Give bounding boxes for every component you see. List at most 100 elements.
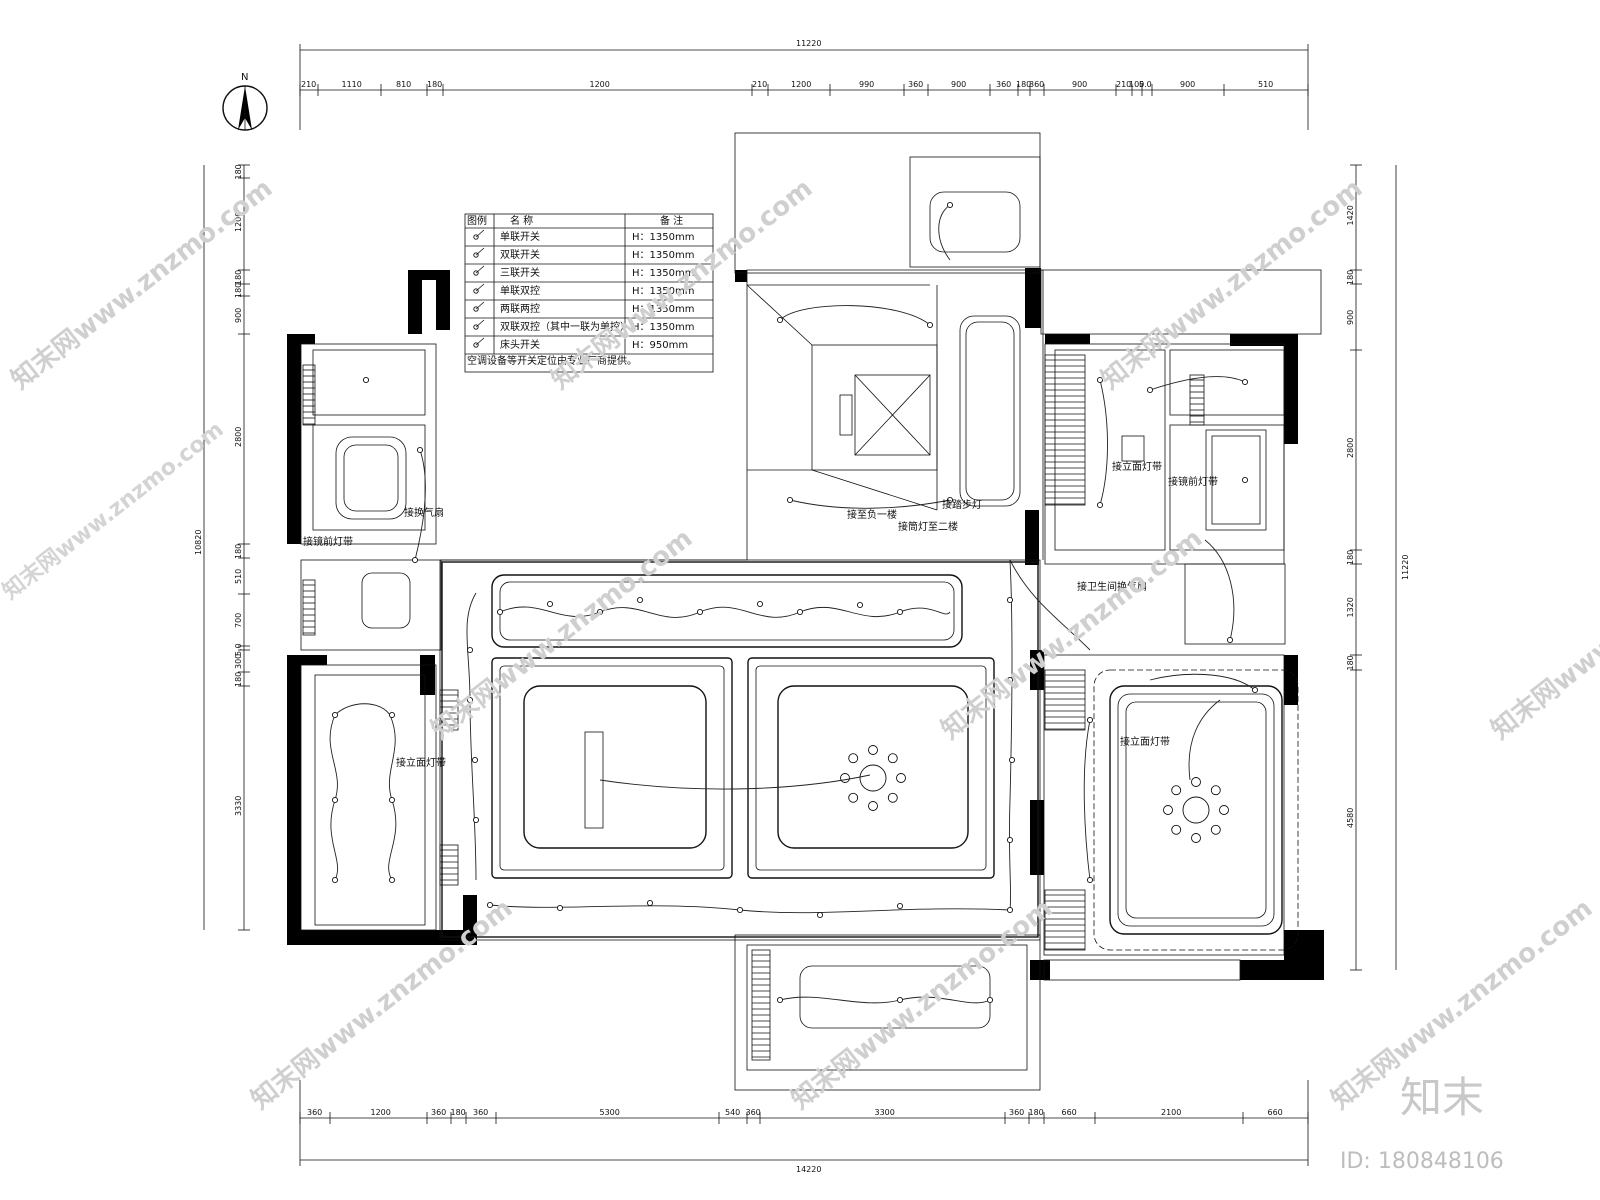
- watermark-text: 知末网www.znzmo.com: [246, 893, 518, 1115]
- downlight-icon: [986, 996, 994, 1004]
- left-dimension-lines: 10820 180120018018090028001805107005.030…: [194, 164, 250, 931]
- ceiling-downlights: [331, 201, 1259, 1004]
- dimension-label: 2100: [1161, 1108, 1181, 1117]
- legend-header-note: 备 注: [660, 214, 683, 227]
- dimension-label: 900: [1072, 80, 1087, 89]
- dimension-label: 360: [473, 1108, 488, 1117]
- downlight-icon: [1006, 596, 1014, 604]
- dimension-label: 180: [234, 544, 243, 559]
- annotation-left-room-strip: 接立面灯带: [396, 756, 446, 769]
- downlight-icon: [1006, 836, 1014, 844]
- dimension-label: 360: [996, 80, 1011, 89]
- legend-header-name: 名 称: [510, 214, 533, 227]
- downlight-icon: [776, 316, 784, 324]
- annotation-right-bed-strip: 接立面灯带: [1120, 735, 1170, 748]
- downlight-icon: [331, 711, 339, 719]
- legend-header-symbol: 图例: [467, 214, 487, 227]
- dimension-label: 900: [1180, 80, 1195, 89]
- annotation-stair-light: 接踏步灯: [942, 498, 982, 511]
- downlight-icon: [1096, 501, 1104, 509]
- top-total-dimension: 11220: [796, 39, 821, 48]
- dimension-label: 1420: [1346, 205, 1355, 225]
- dimension-label: 360: [1009, 1108, 1024, 1117]
- dimension-label: 1200: [791, 80, 811, 89]
- downlight-icon: [596, 608, 604, 616]
- dimension-label: 360: [746, 1108, 761, 1117]
- watermark-text: 知末网www.znzmo.com: [546, 173, 818, 395]
- downlight-icon: [756, 600, 764, 608]
- downlight-icon: [466, 646, 474, 654]
- downlight-icon: [471, 756, 479, 764]
- dimension-label: 100: [1129, 80, 1144, 89]
- annotations: 接至负一楼 接踏步灯 接筒灯至二楼 接换气扇 接镜前灯带 接立面灯带 接卫生间换…: [303, 460, 1218, 769]
- downlight-icon: [411, 556, 419, 564]
- dimension-label: 900: [1346, 310, 1355, 325]
- downlight-icon: [646, 899, 654, 907]
- downlight-icon: [1241, 476, 1249, 484]
- north-arrow-icon: N: [222, 72, 268, 131]
- walls: [287, 268, 1324, 980]
- downlight-icon: [388, 711, 396, 719]
- dimension-label: 210: [301, 80, 316, 89]
- downlight-icon: [416, 446, 424, 454]
- dimension-label: 180: [427, 80, 442, 89]
- annotation-mirror-light-left: 接镜前灯带: [303, 535, 353, 548]
- downlight-icon: [1086, 716, 1094, 724]
- dimension-label: 3330: [234, 796, 243, 816]
- dimension-label: 5300: [600, 1108, 620, 1117]
- chandelier-icon: [840, 745, 1229, 843]
- legend-row-name: 两联两控: [500, 302, 540, 315]
- annotation-stair-down: 接至负一楼: [847, 508, 897, 521]
- dimension-label: 3300: [875, 1108, 895, 1117]
- downlight-icon: [946, 201, 954, 209]
- downlight-icon: [736, 906, 744, 914]
- left-total-dimension: 10820: [194, 530, 203, 555]
- downlight-icon: [1226, 636, 1234, 644]
- dimension-label: 360: [1029, 80, 1044, 89]
- dimension-label: 700: [234, 613, 243, 628]
- dimension-label: 210: [752, 80, 767, 89]
- downlight-icon: [331, 876, 339, 884]
- legend-row-name: 单联开关: [500, 230, 540, 243]
- downlight-icon: [926, 321, 934, 329]
- image-id-watermark: ID: 180848106: [1340, 1149, 1504, 1174]
- downlight-icon: [1146, 386, 1154, 394]
- dimension-label: 1320: [1346, 597, 1355, 617]
- downlight-icon: [362, 376, 370, 384]
- dimension-label: 180: [234, 672, 243, 687]
- legend-row-note: H：1350mm: [632, 250, 694, 261]
- hatched-cabinets: [302, 354, 1205, 1061]
- watermark-text: 知末网www.znzmo.com: [0, 416, 229, 604]
- annotation-wc-fan: 接卫生间换气扇: [1077, 580, 1147, 593]
- legend-row-note: H：950mm: [632, 340, 688, 351]
- dimension-label: 810: [396, 80, 411, 89]
- legend-row-note: H：1350mm: [632, 322, 694, 333]
- dimension-label: 210: [1116, 80, 1131, 89]
- downlight-icon: [486, 901, 494, 909]
- dimension-label: 510: [234, 569, 243, 584]
- legend-row-note: H：1350mm: [632, 232, 694, 243]
- downlight-icon: [496, 608, 504, 616]
- dimension-label: 360: [431, 1108, 446, 1117]
- dimension-label: 180: [1346, 270, 1355, 285]
- downlight-icon: [1006, 906, 1014, 914]
- downlight-icon: [696, 608, 704, 616]
- right-total-dimension: 11220: [1401, 555, 1410, 580]
- downlight-icon: [1251, 686, 1259, 694]
- dimension-label: 540: [725, 1108, 740, 1117]
- dimension-label: 180: [234, 283, 243, 298]
- downlight-icon: [636, 596, 644, 604]
- downlight-icon: [466, 696, 474, 704]
- legend-row-name: 三联开关: [500, 266, 540, 279]
- downlight-icon: [1096, 376, 1104, 384]
- downlight-icon: [546, 600, 554, 608]
- legend-row-name: 床头开关: [500, 338, 540, 351]
- dimension-label: 360: [307, 1108, 322, 1117]
- dimension-label: 4580: [1346, 808, 1355, 828]
- downlight-icon: [1086, 876, 1094, 884]
